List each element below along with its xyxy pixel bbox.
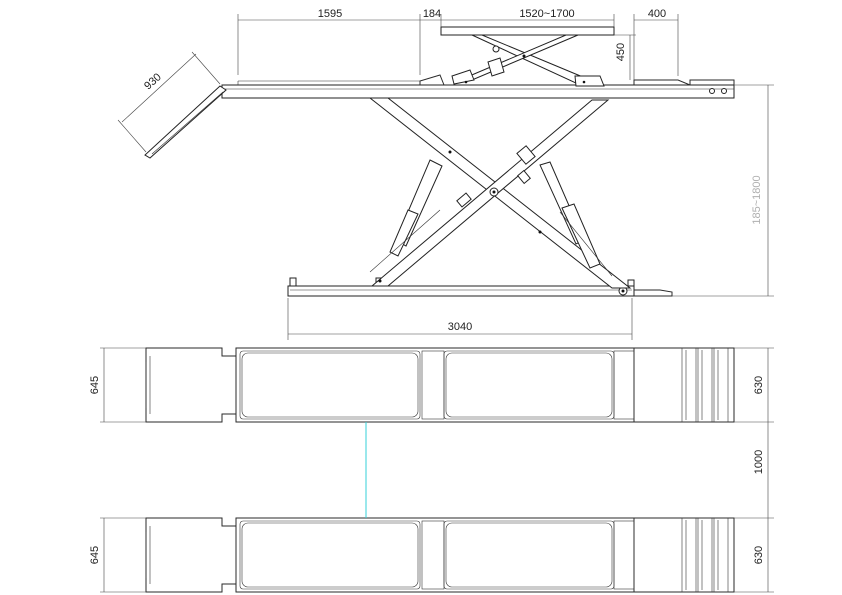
dim-label-630-lower: 630 (753, 546, 765, 564)
top-view-platform-upper (145, 347, 735, 423)
dim-label-1520-1700: 1520~1700 (519, 8, 574, 20)
jacking-beam (440, 26, 615, 87)
dim-jack-height: 450 (614, 34, 636, 80)
dim-label-185-1800: 185~1800 (751, 175, 763, 224)
dim-ramp-gap: 184 (420, 8, 442, 27)
dim-jack-range: 1520~1700 (441, 8, 615, 27)
dim-platform-length: 1595 (237, 8, 421, 75)
dim-base-length: 3040 (287, 298, 633, 340)
main-platform (221, 74, 735, 99)
dim-height-range: 185~1800 (672, 84, 774, 297)
dim-label-1000: 1000 (753, 450, 765, 474)
dim-label-1595: 1595 (318, 8, 342, 20)
dim-label-450: 450 (615, 43, 627, 61)
dim-label-630-upper: 630 (753, 376, 765, 394)
top-view-platform-lower (145, 517, 735, 593)
dim-label-645-lower: 645 (89, 546, 101, 564)
top-view-dimensions: 645 645 630 1000 630 (89, 347, 774, 593)
dim-label-930: 930 (142, 71, 164, 92)
dim-label-3040: 3040 (448, 321, 472, 333)
scissor-mechanism (368, 97, 632, 289)
side-view: 1595 184 1520~1700 400 450 (117, 8, 774, 340)
dim-label-184: 184 (423, 8, 441, 20)
approach-ramp (144, 85, 227, 159)
dim-label-400: 400 (648, 8, 666, 20)
dim-extension: 400 (633, 8, 679, 80)
dim-label-645-upper: 645 (89, 376, 101, 394)
